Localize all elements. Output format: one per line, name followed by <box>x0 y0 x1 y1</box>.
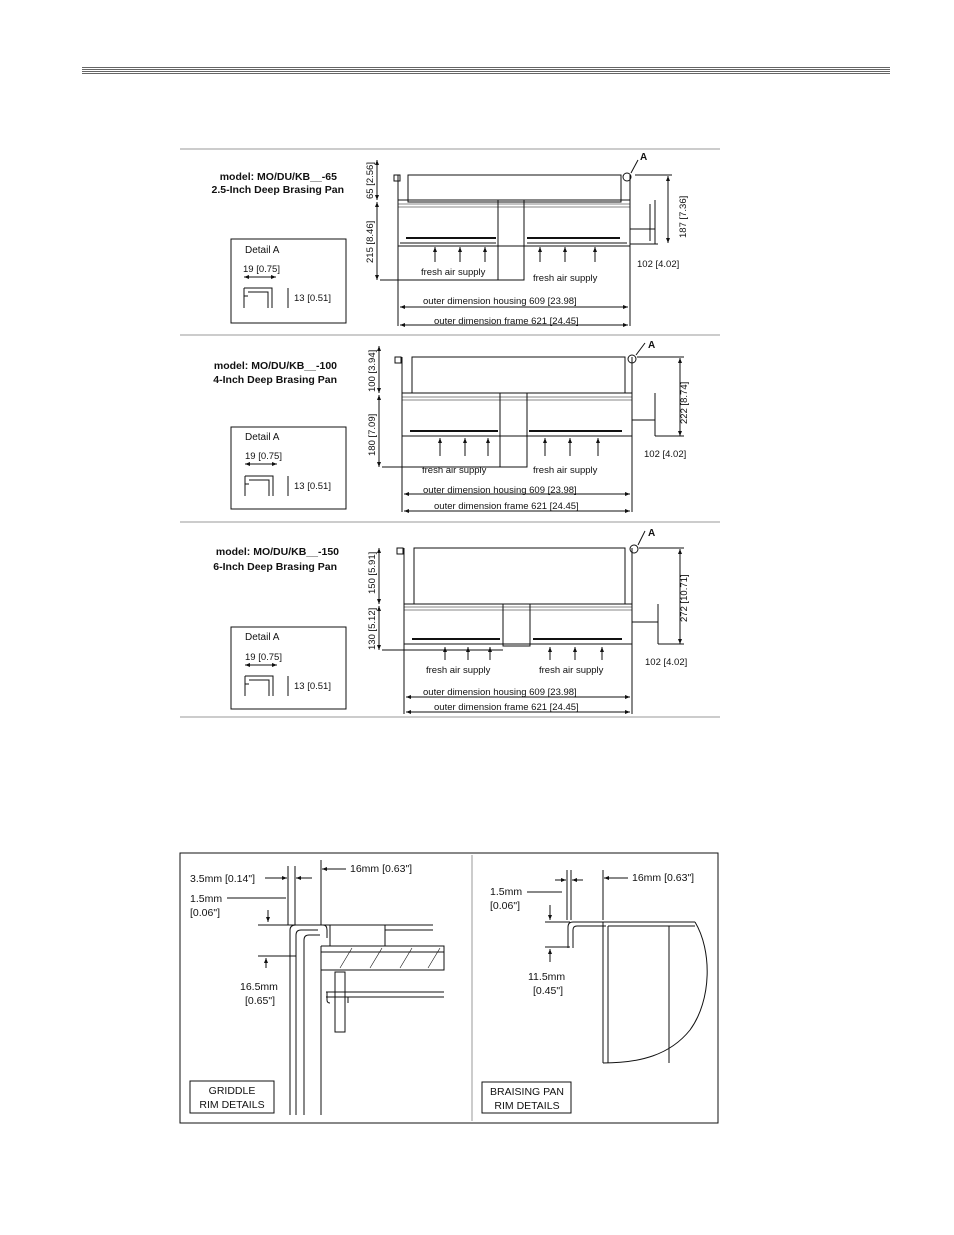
dim-top-label: 65 [2.56] <box>365 162 376 199</box>
rim-details-figure: 3.5mm [0.14"] 16mm [0.63"] 1.5mm [0.06"]… <box>179 852 719 1124</box>
dim-side-label: 102 [4.02] <box>645 657 687 668</box>
detail-a-width: 19 [0.75] <box>245 451 282 462</box>
dim-side-label: 102 [4.02] <box>644 449 686 460</box>
detail-a-title: Detail A <box>245 632 280 643</box>
dim-top-label: 150 [5.91] <box>367 552 378 594</box>
griddle-dim-16-5mm: 16.5mm <box>240 981 278 993</box>
model-label: model: MO/DU/KB__-65 <box>220 171 337 183</box>
dim-total-label: 222 [8.74] <box>679 382 690 424</box>
pan-outline <box>413 547 626 605</box>
braising-dim-1-5mm: 1.5mm <box>490 886 522 898</box>
housing-dimension: outer dimension housing 609 [23.98] <box>423 296 577 307</box>
fresh-air-label: fresh air supply <box>422 465 487 476</box>
model-label: model: MO/DU/KB__-150 <box>216 546 339 558</box>
pan-outline <box>411 356 626 394</box>
header-rule <box>82 67 890 68</box>
braising-pan-rim-detail: 1.5mm [0.06"] 16mm [0.63"] 11.5mm [0.45"… <box>481 870 708 1114</box>
detail-a-width: 19 [0.75] <box>245 652 282 663</box>
braising-label-title: BRAISING PAN <box>490 1086 564 1098</box>
dim-bottom-label: 130 [5.12] <box>367 608 378 650</box>
braising-dim-11-5mm-in: [0.45"] <box>533 985 563 997</box>
braising-dim-1-5mm-in: [0.06"] <box>490 900 520 912</box>
detail-a-height: 13 [0.51] <box>294 293 331 304</box>
fresh-air-label: fresh air supply <box>421 267 486 278</box>
braising-label-sub: RIM DETAILS <box>494 1100 559 1112</box>
header-rule <box>82 71 890 72</box>
dim-total-label: 272 [10.71] <box>679 574 690 622</box>
detail-a-box <box>230 626 347 710</box>
braising-label-box <box>481 1081 572 1114</box>
pan-description: 6-Inch Deep Brasing Pan <box>213 561 337 573</box>
housing-dimension: outer dimension housing 609 [23.98] <box>423 687 577 698</box>
frame-dimension: outer dimension frame 621 [24.45] <box>434 316 579 327</box>
center-duct <box>497 199 525 281</box>
pan-description: 4-Inch Deep Brasing Pan <box>213 374 337 386</box>
dim-side-label: 102 [4.02] <box>637 259 679 270</box>
griddle-rim-detail: 3.5mm [0.14"] 16mm [0.63"] 1.5mm [0.06"]… <box>189 860 445 1115</box>
spec-panel-3: model: MO/DU/KB__-150 6-Inch Deep Brasin… <box>213 528 690 714</box>
detail-a-title: Detail A <box>245 432 280 443</box>
dim-top-label: 100 [3.94] <box>367 350 378 392</box>
griddle-dim-1-5mm-in: [0.06"] <box>190 907 220 919</box>
detail-a-height: 13 [0.51] <box>294 681 331 692</box>
dim-bottom-label: 215 [8.46] <box>365 221 376 263</box>
marker-a: A <box>648 340 655 351</box>
fresh-air-label: fresh air supply <box>539 665 604 676</box>
griddle-dim-3-5mm: 3.5mm [0.14"] <box>190 873 255 885</box>
spec-panel-1: model: MO/DU/KB__-65 2.5-Inch Deep Brasi… <box>212 152 689 327</box>
griddle-label-sub: RIM DETAILS <box>199 1099 264 1111</box>
fresh-air-label: fresh air supply <box>426 665 491 676</box>
frame-dimension: outer dimension frame 621 [24.45] <box>434 501 579 512</box>
detail-a-width: 19 [0.75] <box>243 264 280 275</box>
fresh-air-label: fresh air supply <box>533 273 598 284</box>
detail-a-title: Detail A <box>245 245 280 256</box>
marker-a: A <box>640 152 647 163</box>
spec-panel-2: model: MO/DU/KB__-100 4-Inch Deep Brasin… <box>213 340 690 513</box>
header-rule <box>82 69 890 70</box>
housing-dimension: outer dimension housing 609 [23.98] <box>423 485 577 496</box>
pan-outline <box>407 174 622 203</box>
center-duct <box>499 392 528 468</box>
detail-a-box <box>230 426 347 510</box>
model-label: model: MO/DU/KB__-100 <box>214 360 337 372</box>
braising-dim-16mm: 16mm [0.63"] <box>632 872 694 884</box>
griddle-dim-16-5mm-in: [0.65"] <box>245 995 275 1007</box>
fresh-air-label: fresh air supply <box>533 465 598 476</box>
dim-bottom-label: 180 [7.09] <box>367 414 378 456</box>
dim-total-label: 187 [7.36] <box>678 196 689 238</box>
marker-a: A <box>648 528 655 539</box>
header-rule <box>82 73 890 74</box>
griddle-label-box <box>189 1080 275 1114</box>
griddle-label-title: GRIDDLE <box>209 1085 256 1097</box>
detail-a-height: 13 [0.51] <box>294 481 331 492</box>
griddle-dim-1-5mm: 1.5mm <box>190 893 222 905</box>
pan-description: 2.5-Inch Deep Brasing Pan <box>212 184 344 196</box>
detail-a-box <box>230 238 347 324</box>
frame-dimension: outer dimension frame 621 [24.45] <box>434 702 579 713</box>
rim-frame <box>179 852 719 1124</box>
griddle-dim-16mm: 16mm [0.63"] <box>350 863 412 875</box>
braising-dim-11-5mm: 11.5mm <box>528 971 565 983</box>
center-duct <box>502 603 531 647</box>
